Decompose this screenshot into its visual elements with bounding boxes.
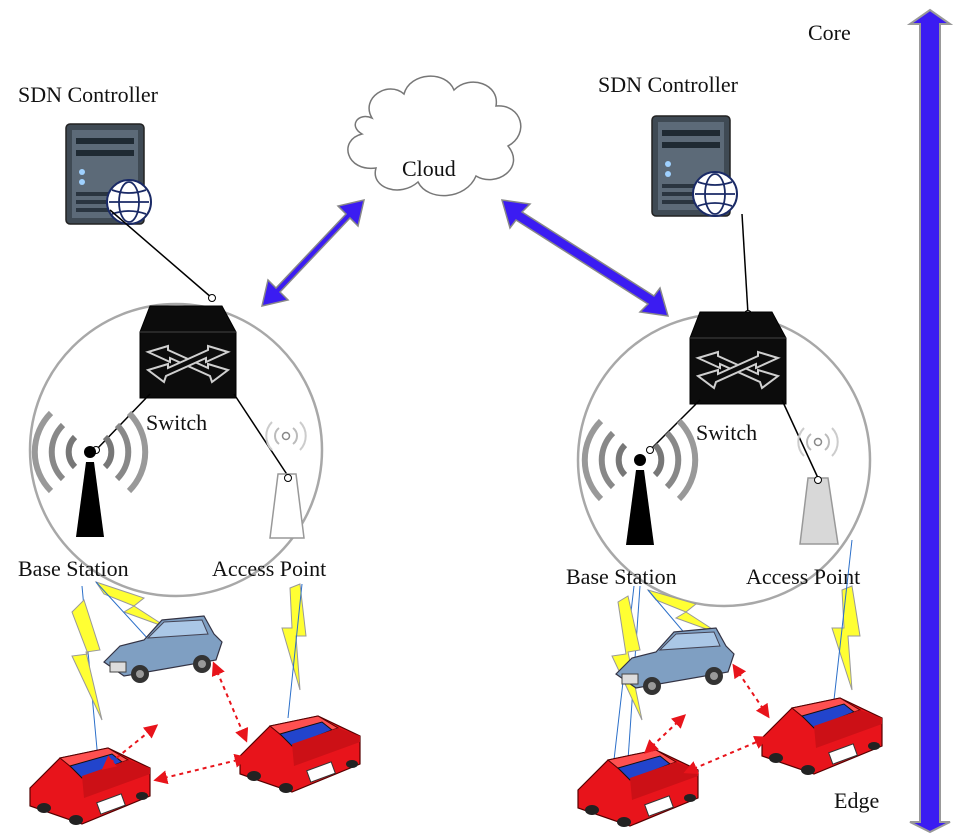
left-access-point-icon: [265, 421, 307, 539]
cloud-label: Cloud: [402, 156, 456, 181]
core-label: Core: [808, 20, 851, 45]
left-red-car-2-icon: [239, 715, 361, 794]
right-switch-icon: [689, 311, 787, 405]
right-access-point-label: Access Point: [746, 564, 860, 589]
cloud-icon: [347, 75, 522, 197]
right-sdn-controller-server-icon: [651, 115, 738, 217]
left-switch-label: Switch: [146, 410, 207, 435]
right-controller-link: [741, 213, 749, 315]
left-sdn-controller-server-icon: [65, 123, 152, 225]
left-base-station-label: Base Station: [18, 556, 129, 581]
right-access-point-icon: [797, 427, 839, 545]
left-controller-label: SDN Controller: [18, 82, 159, 107]
left-gray-car-icon: [103, 615, 223, 684]
right-v2v-link-1: [643, 714, 687, 754]
left-v2v-link-3: [153, 753, 249, 785]
edge-label: Edge: [834, 788, 879, 813]
right-red-car-2-icon: [761, 697, 883, 776]
right-base-station-tower-icon: [585, 421, 695, 545]
left-cloud-arrow: [260, 198, 366, 308]
right-lightning-icon-1: [611, 595, 643, 721]
right-controller-label: SDN Controller: [598, 72, 739, 97]
left-switch-icon: [139, 305, 237, 399]
left-v2v-link-1: [101, 724, 159, 770]
left-access-point-label: Access Point: [212, 556, 326, 581]
left-lightning-icon-3: [281, 583, 307, 691]
right-lightning-icon-3: [831, 585, 861, 691]
core-edge-axis-arrow: [906, 8, 953, 834]
right-lightning-icon-2: [646, 589, 721, 635]
right-cloud-arrow: [500, 199, 670, 317]
left-red-car-1-icon: [29, 747, 151, 826]
right-base-station-label: Base Station: [566, 564, 677, 589]
left-controller-link: [109, 209, 213, 299]
right-red-car-1-icon: [577, 749, 699, 828]
right-switch-label: Switch: [696, 420, 757, 445]
right-v2v-link-3: [683, 735, 769, 775]
left-v2v-link-2: [211, 661, 249, 743]
left-domain-circle: [28, 302, 324, 598]
left-base-station-tower-icon: [35, 413, 145, 537]
right-v2v-link-2: [732, 663, 770, 719]
